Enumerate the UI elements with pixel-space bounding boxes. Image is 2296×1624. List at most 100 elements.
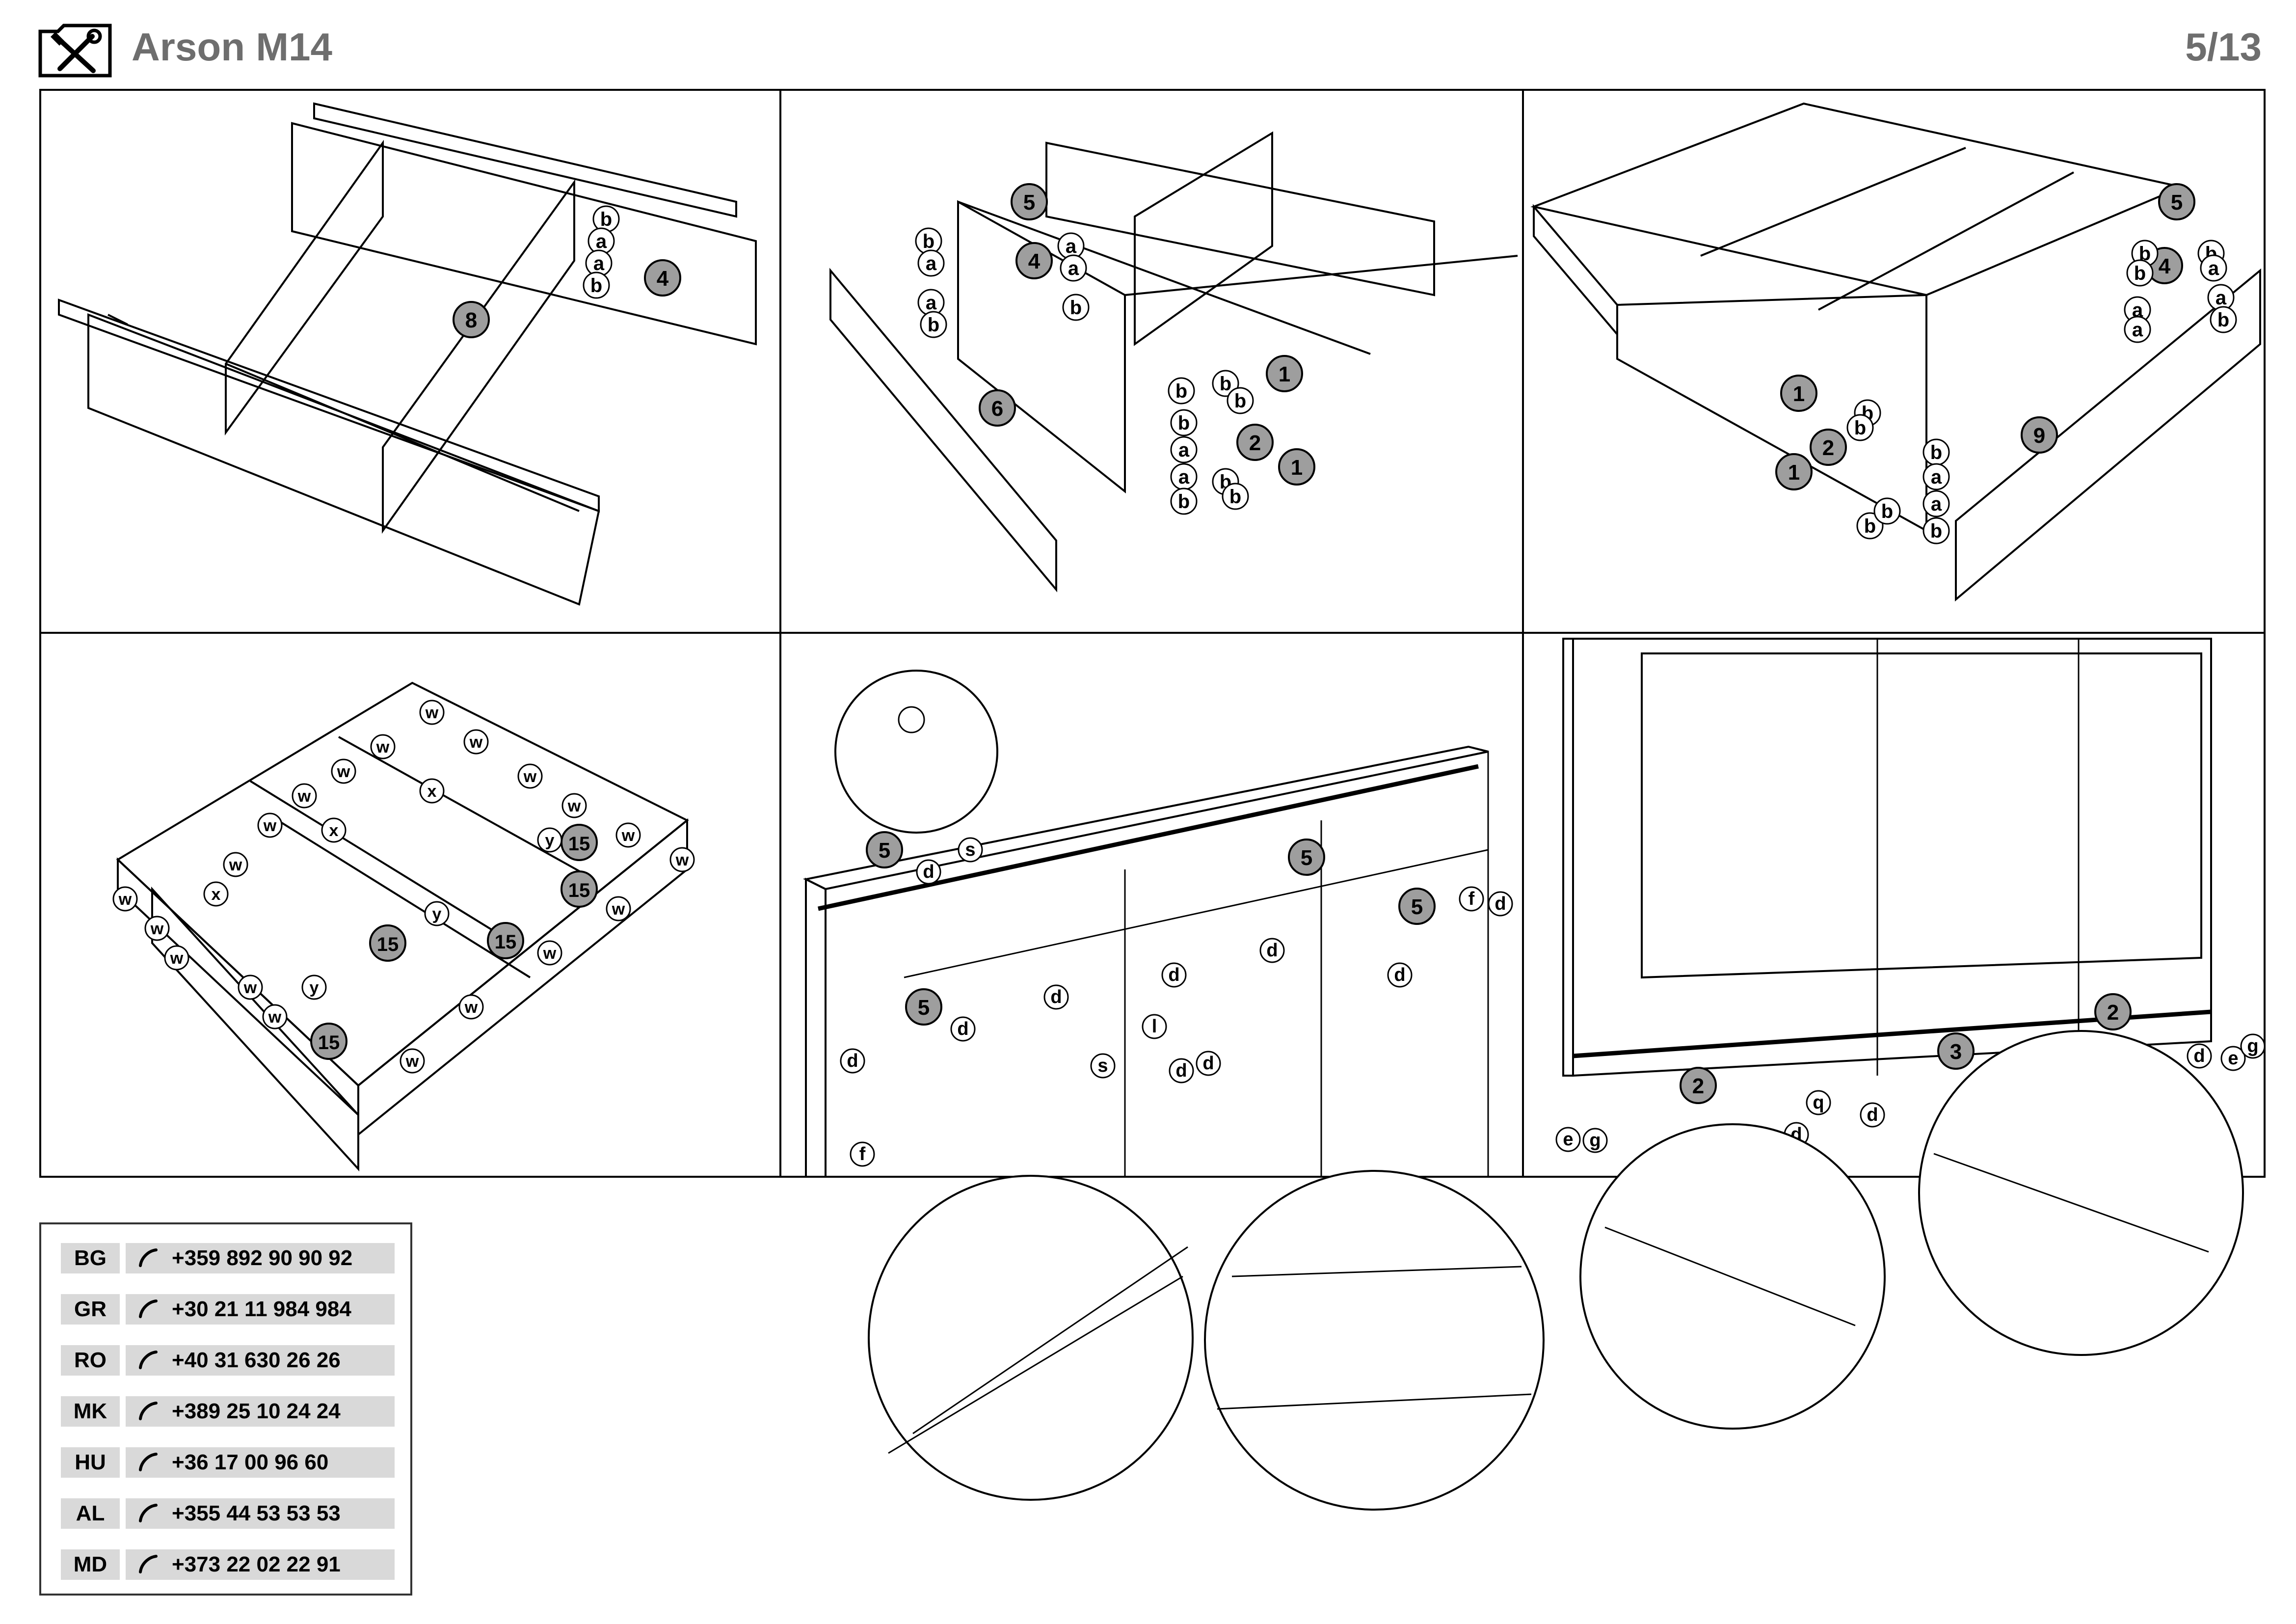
svg-text:a: a — [1066, 236, 1077, 257]
document-title: Arson M14 — [132, 25, 332, 69]
svg-text:d: d — [1266, 940, 1278, 961]
svg-text:d: d — [2193, 1046, 2205, 1066]
step-6-illustration: 2 3 2 q d d d d d d e g e g — [1555, 638, 2265, 1153]
svg-text:e: e — [1563, 1129, 1573, 1150]
svg-text:d: d — [1168, 965, 1179, 985]
svg-text:a: a — [926, 292, 937, 314]
phone-number[interactable]: +36 17 00 96 60 — [172, 1450, 329, 1474]
svg-text:15: 15 — [568, 880, 590, 901]
svg-text:x: x — [427, 782, 437, 801]
phone-icon — [139, 1453, 158, 1471]
svg-text:b: b — [1229, 486, 1241, 508]
page-header: Arson M14 5/13 — [0, 0, 2296, 88]
svg-text:w: w — [464, 998, 478, 1017]
svg-text:g: g — [2247, 1036, 2258, 1056]
svg-text:5: 5 — [879, 839, 890, 863]
svg-text:e: e — [2228, 1048, 2238, 1069]
svg-text:b: b — [928, 314, 939, 336]
step-1-illustration: 8 4 b a a b — [58, 102, 757, 606]
svg-text:15: 15 — [495, 931, 517, 953]
detail-magnifier — [834, 670, 998, 834]
svg-text:a: a — [2216, 287, 2227, 309]
phone-number[interactable]: +30 21 11 984 984 — [172, 1297, 351, 1321]
svg-text:w: w — [243, 978, 257, 997]
svg-text:d: d — [2062, 1064, 2073, 1085]
svg-text:d: d — [1790, 1124, 1802, 1145]
svg-text:b: b — [1070, 297, 1082, 319]
contact-row: GR +30 21 11 984 984 — [61, 1294, 395, 1325]
phone-number[interactable]: +359 892 90 90 92 — [172, 1246, 353, 1270]
phone-icon — [139, 1555, 158, 1573]
svg-text:w: w — [268, 1008, 282, 1027]
svg-text:g: g — [1589, 1130, 1601, 1151]
svg-text:b: b — [2134, 263, 2146, 284]
svg-text:w: w — [543, 944, 557, 963]
phone-number[interactable]: +373 22 02 22 91 — [172, 1552, 341, 1576]
callout-label: 4 — [657, 267, 669, 291]
svg-text:a: a — [2208, 258, 2219, 279]
country-code: MK — [61, 1396, 120, 1427]
phone-number[interactable]: +389 25 10 24 24 — [172, 1399, 341, 1423]
step-panel-3: 5 4 1 2 1 9 b a a b b b a a b b b — [1524, 89, 2265, 633]
contact-phone-list: BG +359 892 90 90 92 GR +30 21 11 984 98… — [39, 1222, 412, 1596]
contact-row: MD +373 22 02 22 91 — [61, 1549, 395, 1580]
svg-text:5: 5 — [918, 996, 930, 1020]
svg-text:l: l — [1152, 1016, 1157, 1037]
svg-text:s: s — [1097, 1056, 1108, 1076]
svg-text:2: 2 — [1822, 436, 1834, 460]
phone-number[interactable]: +40 31 630 26 26 — [172, 1348, 341, 1372]
svg-text:d: d — [1202, 1053, 1214, 1074]
svg-text:y: y — [545, 831, 555, 850]
svg-text:d: d — [1394, 965, 1405, 985]
svg-text:w: w — [297, 787, 311, 806]
svg-text:2: 2 — [1692, 1074, 1704, 1098]
svg-text:w: w — [229, 856, 242, 874]
svg-text:a: a — [1178, 439, 1190, 461]
svg-text:a: a — [596, 231, 607, 252]
svg-text:b: b — [600, 209, 612, 230]
svg-text:y: y — [432, 905, 442, 923]
step-2-illustration: 5 4 6 1 2 1 b a a b b b a a b b — [829, 131, 1518, 593]
svg-text:2: 2 — [2107, 1001, 2119, 1025]
svg-text:f: f — [1468, 889, 1475, 909]
svg-text:4: 4 — [1028, 249, 1041, 273]
svg-text:b: b — [590, 275, 602, 297]
svg-text:d: d — [847, 1051, 858, 1071]
svg-text:a: a — [2132, 299, 2143, 321]
svg-text:5: 5 — [1411, 895, 1423, 919]
detail-roller — [1204, 1170, 1545, 1511]
svg-text:w: w — [523, 767, 537, 786]
country-code: GR — [61, 1294, 120, 1325]
country-code: RO — [61, 1345, 120, 1376]
svg-text:b: b — [2217, 309, 2229, 331]
svg-text:6: 6 — [991, 397, 1003, 421]
svg-text:w: w — [376, 738, 390, 757]
svg-text:1: 1 — [1291, 456, 1303, 480]
svg-text:x: x — [212, 885, 221, 904]
callout-8 — [453, 301, 490, 338]
svg-text:f: f — [859, 1144, 866, 1164]
step-panel-1: 8 4 b a a b — [39, 89, 780, 633]
contact-row: RO +40 31 630 26 26 — [61, 1345, 395, 1376]
svg-text:2: 2 — [1249, 431, 1261, 455]
svg-text:b: b — [1881, 501, 1893, 522]
detail-rail-screw — [868, 1175, 1194, 1501]
assembly-steps-grid: 8 4 b a a b 5 4 — [39, 89, 2266, 1178]
svg-text:b: b — [1178, 491, 1190, 513]
svg-text:b: b — [1930, 442, 1942, 463]
svg-text:w: w — [263, 816, 277, 835]
svg-text:d: d — [923, 862, 934, 882]
phone-icon — [139, 1504, 158, 1522]
contact-row: AL +355 44 53 53 53 — [61, 1498, 395, 1529]
phone-icon — [139, 1248, 158, 1267]
svg-text:4: 4 — [2159, 254, 2171, 278]
phone-icon — [139, 1402, 158, 1420]
svg-text:w: w — [405, 1052, 419, 1071]
svg-text:w: w — [675, 851, 689, 869]
svg-text:w: w — [150, 920, 164, 938]
svg-text:w: w — [337, 762, 350, 781]
phone-number[interactable]: +355 44 53 53 53 — [172, 1501, 341, 1525]
svg-text:a: a — [1931, 493, 1942, 515]
step-panel-5: 5 5 5 5 d s d d d d d d d d d s — [781, 634, 1522, 1177]
svg-text:w: w — [118, 890, 132, 909]
